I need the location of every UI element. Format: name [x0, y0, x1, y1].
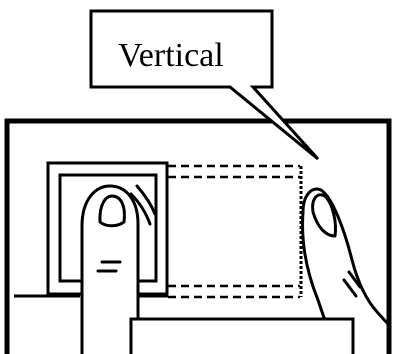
bottom-callout-box: [131, 319, 353, 354]
callout-label: Vertical: [118, 37, 224, 74]
finger-front-nail: [100, 196, 125, 226]
